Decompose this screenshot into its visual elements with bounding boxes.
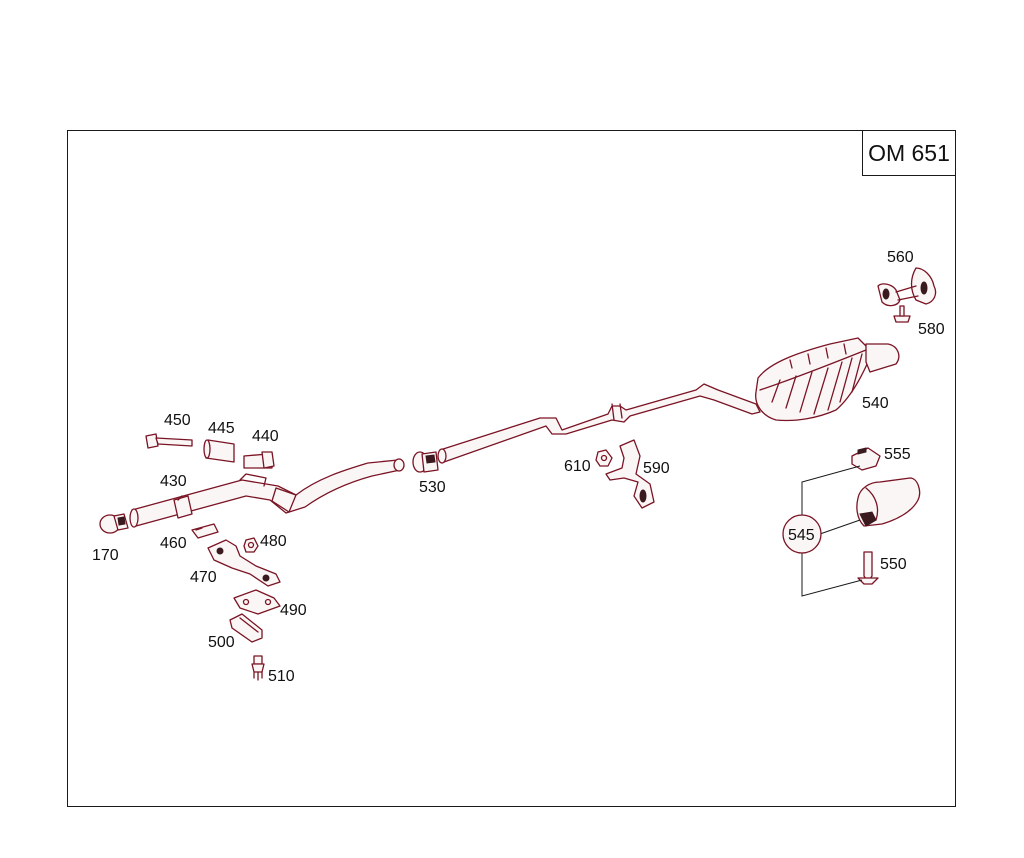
part-580-bolt[interactable] (893, 305, 911, 323)
part-555-clip[interactable] (851, 447, 881, 471)
label-480: 480 (260, 533, 287, 550)
label-490: 490 (280, 602, 307, 619)
label-550: 550 (880, 556, 907, 573)
label-590: 590 (643, 460, 670, 477)
part-510-bolt[interactable] (251, 655, 265, 681)
part-545-tailpipe-trim[interactable] (856, 477, 921, 527)
part-550-screw[interactable] (857, 551, 879, 585)
label-560: 560 (887, 249, 914, 266)
label-450: 450 (164, 412, 191, 429)
label-580: 580 (918, 321, 945, 338)
part-490-plate[interactable] (233, 589, 281, 615)
part-440-bushing[interactable] (243, 451, 275, 469)
label-460: 460 (160, 535, 187, 552)
part-445-sleeve[interactable] (203, 439, 235, 463)
engine-code-box: OM 651 (862, 130, 956, 176)
part-460-small-bracket[interactable] (191, 523, 219, 539)
label-170: 170 (92, 547, 119, 564)
part-460-bracket[interactable] (173, 495, 193, 519)
part-530-clamp[interactable] (412, 451, 439, 473)
label-530: 530 (419, 479, 446, 496)
part-170-clamp[interactable] (99, 513, 129, 534)
label-440: 440 (252, 428, 279, 445)
part-middle-pipe[interactable] (437, 383, 761, 464)
leader-545-item (819, 519, 861, 535)
part-545-callout-circle (782, 514, 822, 554)
part-590-bracket[interactable] (605, 439, 655, 509)
label-555: 555 (884, 446, 911, 463)
engine-code-label: OM 651 (868, 139, 950, 166)
label-510: 510 (268, 668, 295, 685)
label-545: 545 (788, 527, 815, 544)
diagram-frame (67, 130, 956, 807)
label-610: 610 (564, 458, 591, 475)
label-430: 430 (160, 473, 187, 490)
part-500-plate[interactable] (229, 613, 263, 643)
label-445: 445 (208, 420, 235, 437)
part-610-nut[interactable] (595, 449, 613, 467)
part-540-rear-muffler[interactable] (755, 337, 900, 422)
label-540: 540 (862, 395, 889, 412)
part-450-bolt[interactable] (145, 433, 193, 449)
label-470: 470 (190, 569, 217, 586)
part-480-nut[interactable] (243, 537, 259, 553)
label-500: 500 (208, 634, 235, 651)
part-430-front-pipe[interactable] (129, 458, 405, 528)
part-470-bracket[interactable] (207, 539, 281, 587)
part-560-rubber-mount[interactable] (877, 267, 937, 307)
